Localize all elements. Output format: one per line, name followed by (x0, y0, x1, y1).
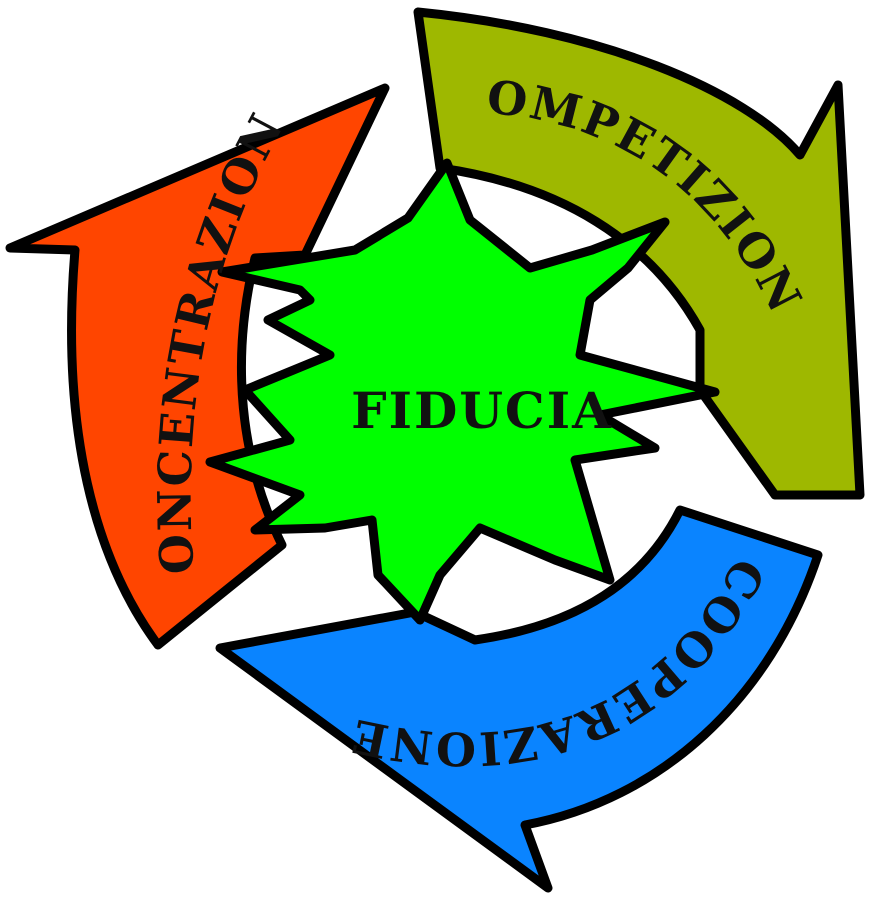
cooperazione-arrow (215, 505, 823, 893)
fiducia-star (205, 158, 720, 625)
fiducia-label: FIDUCIA (351, 381, 613, 440)
